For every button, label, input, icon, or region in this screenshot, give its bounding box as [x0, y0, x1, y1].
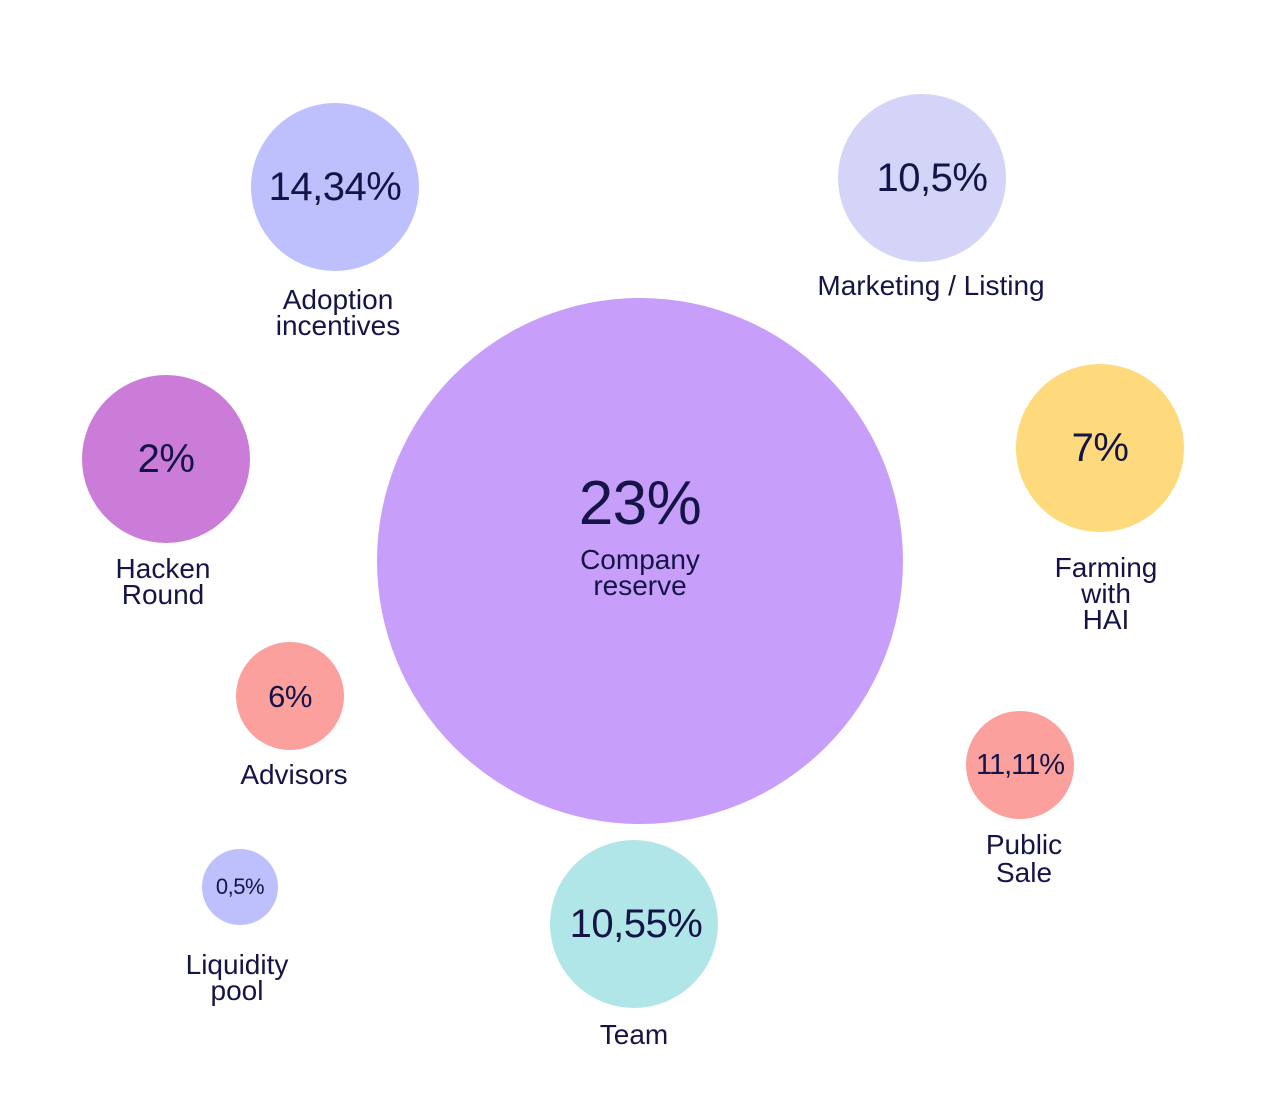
company-reserve-label: Company reserve: [580, 544, 700, 601]
marketing-listing-label: Marketing / Listing: [817, 270, 1045, 301]
advisors-percent: 6%: [268, 678, 312, 714]
bubble-liquidity-pool: 0,5%: [202, 849, 278, 925]
public-sale-label: Public Sale: [985, 829, 1063, 888]
public-sale-percent: 11,11%: [975, 748, 1065, 781]
bubble-farming-with-hai: 7%: [1016, 364, 1184, 532]
advisors-label: Advisors: [240, 759, 348, 790]
bubble-hacken-round: 2%: [82, 375, 250, 543]
marketing-listing-percent: 10,5%: [876, 156, 988, 200]
adoption-incentives-label: Adoption incentives: [275, 284, 401, 341]
farming-with-hai-label: Farming with HAI: [1054, 552, 1158, 635]
bubble-public-sale: 11,11%: [966, 711, 1074, 819]
adoption-incentives-percent: 14,34%: [268, 165, 402, 209]
team-percent: 10,55%: [569, 902, 703, 946]
liquidity-pool-percent: 0,5%: [215, 874, 265, 899]
bubble-team: 10,55%: [550, 840, 718, 1008]
bubble-marketing-listing: 10,5%: [838, 94, 1006, 262]
hacken-round-percent: 2%: [137, 437, 195, 481]
hacken-round-label: Hacken Round: [115, 553, 211, 610]
bubble-company-reserve: 23% Company reserve: [377, 298, 903, 824]
liquidity-pool-label: Liquidity pool: [185, 949, 289, 1006]
company-reserve-percent: 23%: [578, 469, 702, 538]
team-label: Team: [599, 1019, 669, 1050]
farming-with-hai-percent: 7%: [1071, 426, 1129, 470]
bubble-adoption-incentives: 14,34%: [251, 103, 419, 271]
bubble-advisors: 6%: [236, 642, 344, 750]
